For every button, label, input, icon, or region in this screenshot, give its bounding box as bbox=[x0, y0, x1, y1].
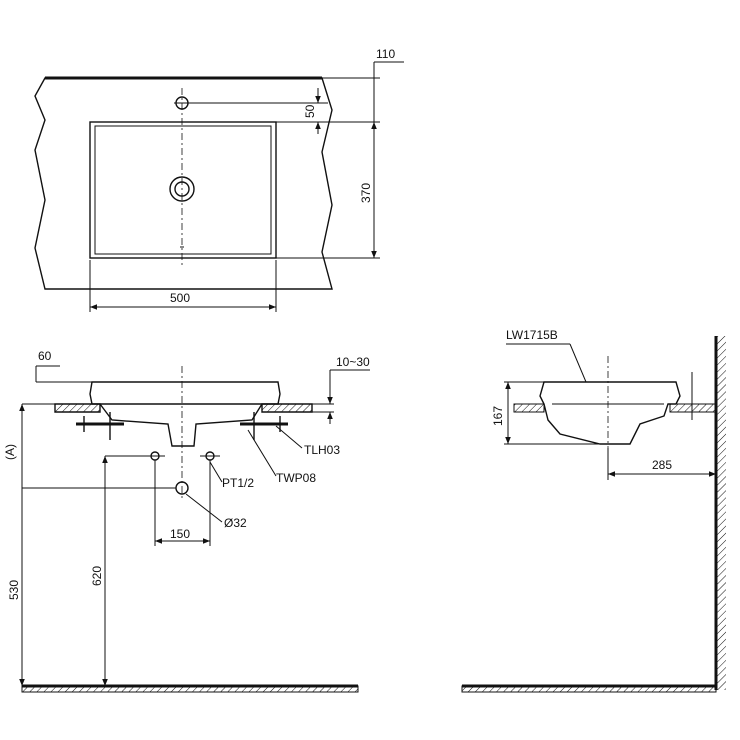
front-counter-left bbox=[54, 403, 101, 413]
front-counter-right bbox=[261, 403, 313, 413]
dim-spacing-label: 150 bbox=[170, 527, 190, 541]
wall-hatch bbox=[716, 336, 726, 690]
dim-rear-label: 110 bbox=[376, 47, 395, 61]
dim-rim-label: 60 bbox=[38, 349, 52, 363]
dim-width-label: 500 bbox=[170, 291, 190, 305]
side-counter-right bbox=[669, 403, 717, 413]
front-basin-bowl bbox=[99, 403, 263, 447]
dim-counter-label: 10~30 bbox=[336, 355, 370, 369]
front-basin-rim bbox=[89, 381, 281, 405]
pt-label: PT1/2 bbox=[222, 476, 254, 490]
dim-drain-label: Ø32 bbox=[224, 516, 247, 530]
drain-inner-icon bbox=[174, 181, 190, 197]
dim-tap-offset-label: 50 bbox=[303, 104, 317, 118]
dim-height-label: 167 bbox=[491, 406, 505, 426]
basin-outline-inner bbox=[94, 125, 272, 255]
dim-counter-height-label: 530 bbox=[7, 580, 21, 600]
countertop-outline bbox=[34, 77, 333, 290]
dim-depth-label: 370 bbox=[359, 183, 373, 203]
top-view: 110 50 370 500 bbox=[34, 47, 404, 312]
model-label: LW1715B bbox=[506, 328, 558, 342]
side-basin bbox=[539, 381, 681, 445]
drain-outer-icon bbox=[169, 176, 195, 202]
a-label: (A) bbox=[3, 444, 17, 460]
front-view: 60 10~30 TLH03 PT1/2 TWP08 Ø32 150 620 5… bbox=[3, 349, 370, 693]
basin-outline-outer bbox=[89, 121, 277, 259]
dim-supply-height-label: 620 bbox=[90, 566, 104, 586]
twp-label: TWP08 bbox=[276, 471, 316, 485]
side-view: LW1715B 167 285 bbox=[461, 328, 726, 693]
side-counter-left bbox=[513, 403, 545, 413]
tlh-label: TLH03 bbox=[304, 443, 340, 457]
dim-wall-label: 285 bbox=[652, 458, 672, 472]
